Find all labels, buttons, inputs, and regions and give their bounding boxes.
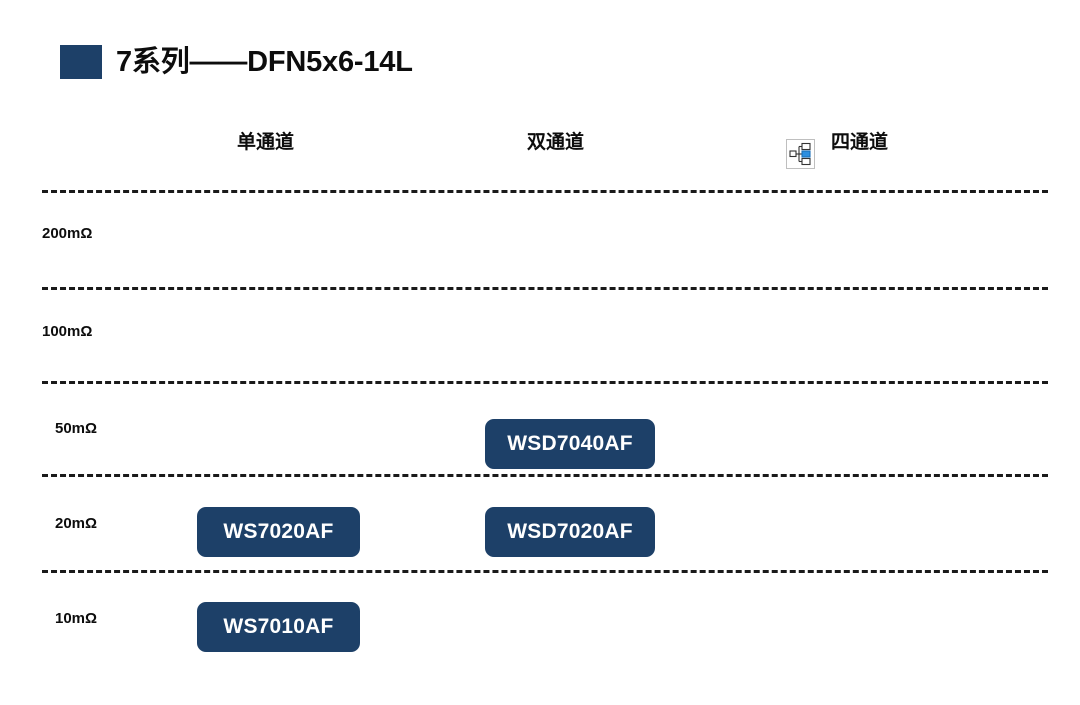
row-label-50mohm: 50mΩ bbox=[55, 420, 98, 437]
column-header-dual-channel: 双通道 bbox=[527, 132, 585, 153]
column-header-quad-channel: 四通道 bbox=[831, 132, 889, 153]
row-label-10mohm: 10mΩ bbox=[55, 610, 98, 627]
product-chip-ws7020af[interactable]: WS7020AF bbox=[197, 507, 360, 557]
row-divider bbox=[42, 474, 1048, 477]
row-divider bbox=[42, 381, 1048, 384]
row-label-200mohm: 200mΩ bbox=[42, 225, 93, 242]
page-title: 7系列——DFN5x6-14L bbox=[60, 42, 413, 82]
product-chip-wsd7020af[interactable]: WSD7020AF bbox=[485, 507, 655, 557]
title-marker-square bbox=[60, 45, 102, 79]
title-text: 7系列——DFN5x6-14L bbox=[116, 45, 413, 78]
hierarchy-icon bbox=[786, 139, 815, 169]
row-divider bbox=[42, 570, 1048, 573]
row-label-100mohm: 100mΩ bbox=[42, 323, 93, 340]
row-divider bbox=[42, 287, 1048, 290]
row-label-20mohm: 20mΩ bbox=[55, 515, 98, 532]
column-header-single-channel: 单通道 bbox=[237, 132, 295, 153]
row-divider bbox=[42, 190, 1048, 193]
product-chip-wsd7040af[interactable]: WSD7040AF bbox=[485, 419, 655, 469]
product-chip-ws7010af[interactable]: WS7010AF bbox=[197, 602, 360, 652]
